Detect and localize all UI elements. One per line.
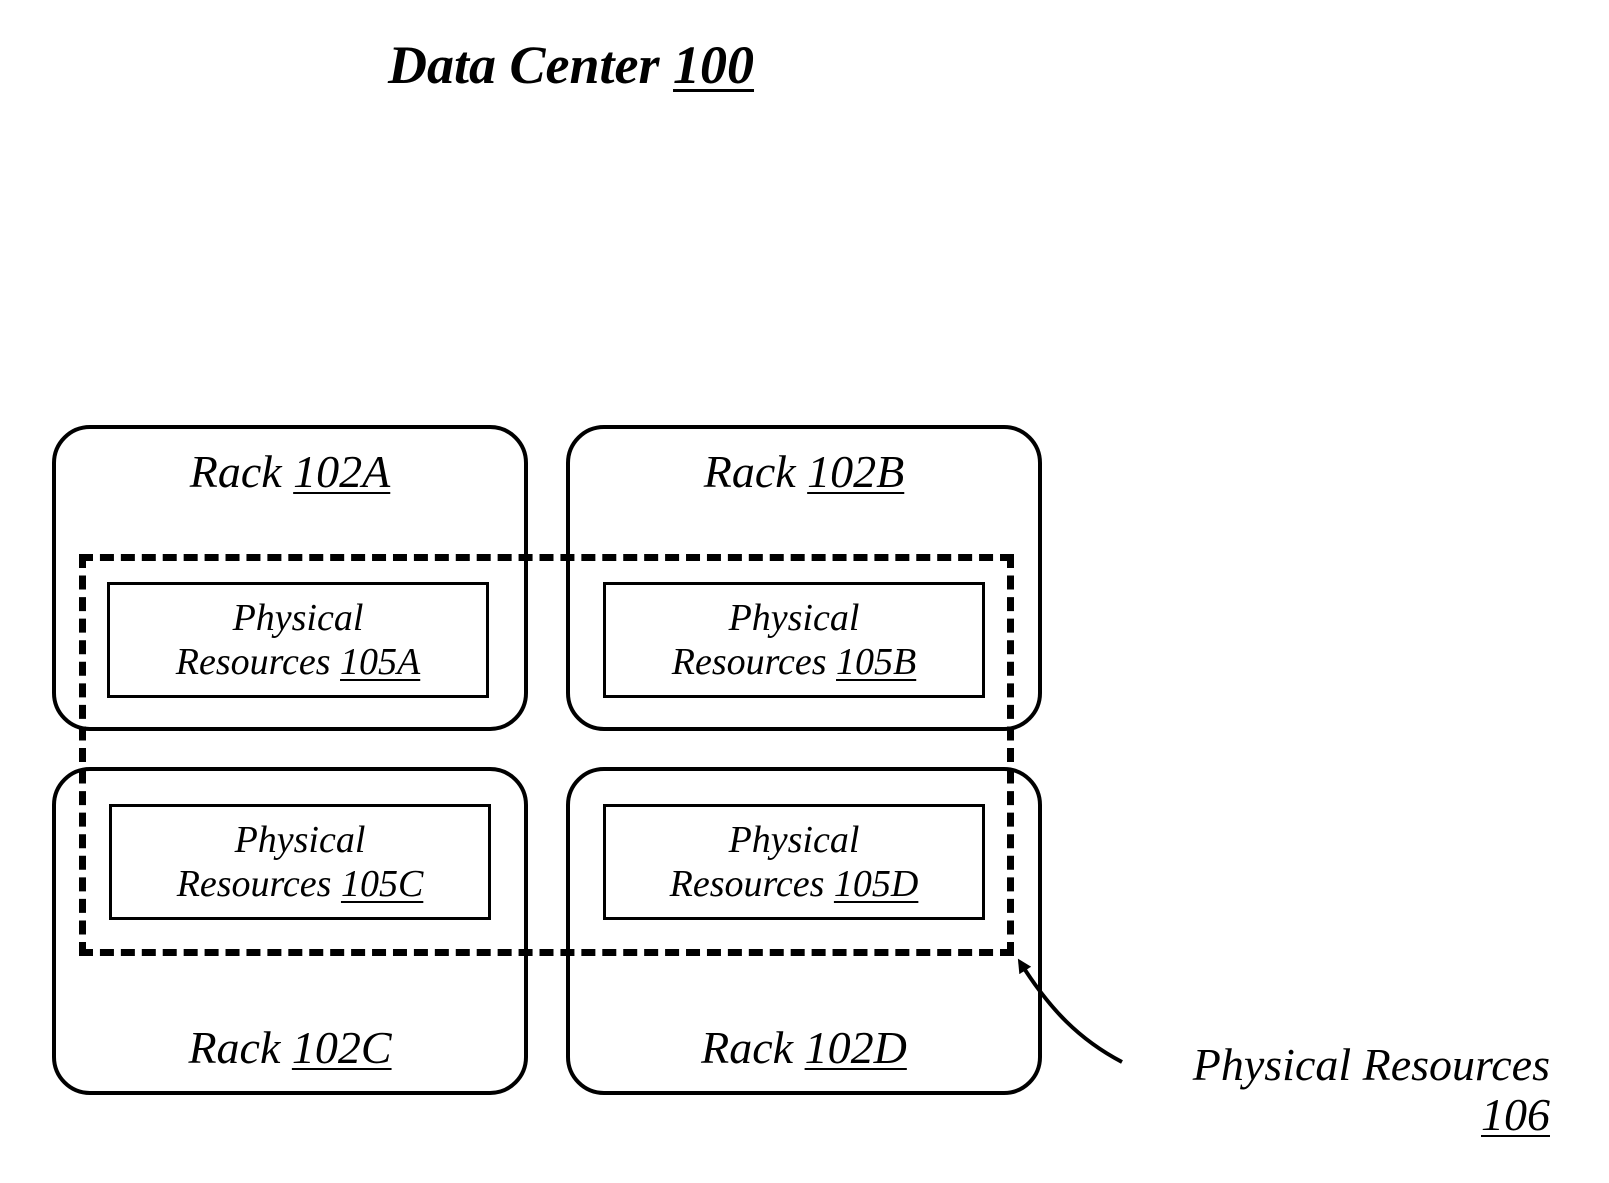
physical-resources-106-label: Physical Resources 106 bbox=[1140, 1040, 1550, 1140]
callout-text: Physical Resources bbox=[1140, 1040, 1550, 1090]
callout-ref: 106 bbox=[1481, 1089, 1550, 1140]
